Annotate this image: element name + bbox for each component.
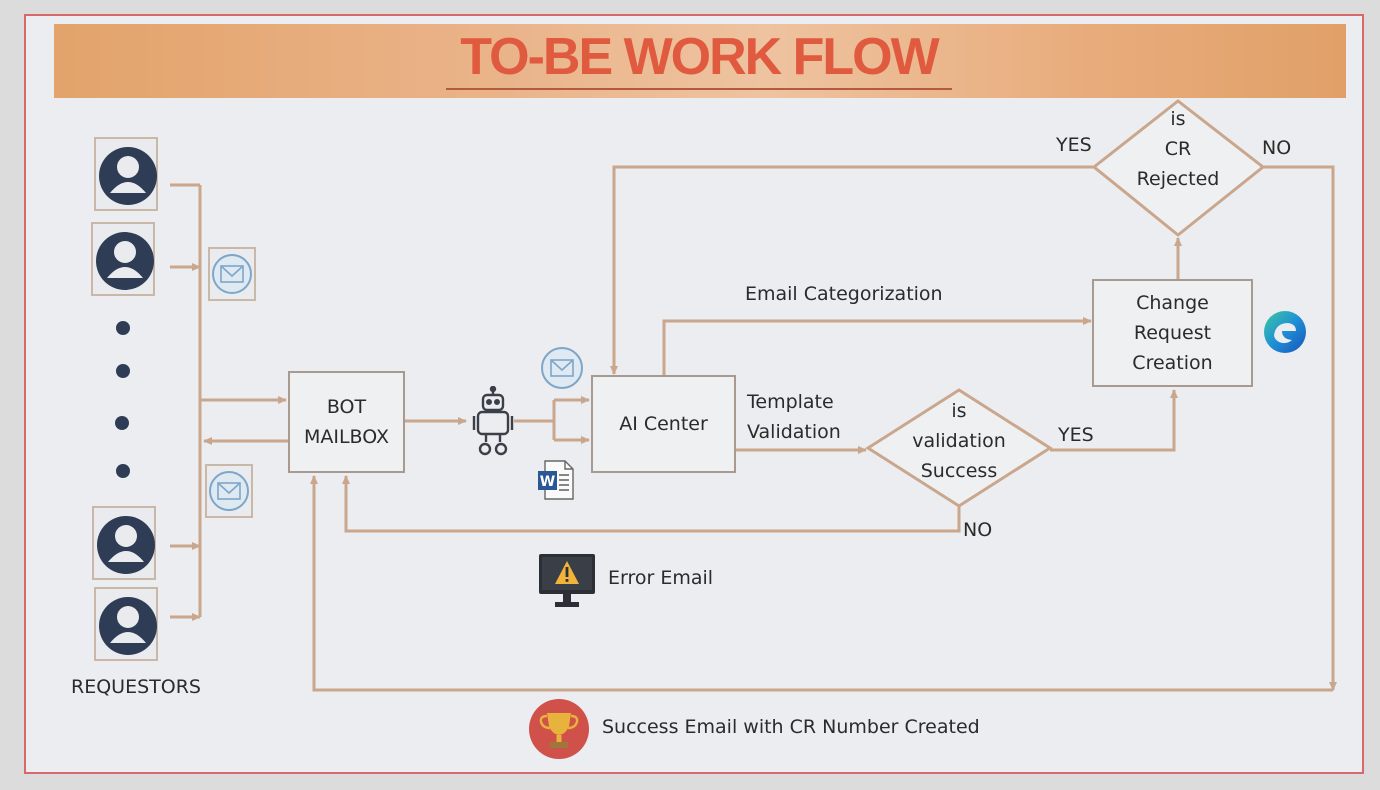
cr-rejected-yes-label: YES — [1056, 134, 1092, 156]
envelope-icon — [208, 247, 256, 301]
envelope-icon — [205, 464, 253, 518]
validation-decision-diamond — [865, 388, 1053, 508]
success-return-arrow — [310, 475, 1333, 692]
change-request-label: Change Request Creation — [1132, 292, 1213, 374]
ai-center-node: AI Center — [591, 375, 736, 473]
trophy-icon — [529, 699, 589, 759]
validation-yes-label: YES — [1058, 424, 1094, 446]
requestor-avatar — [92, 506, 156, 580]
email-categorization-arrow — [662, 317, 1092, 375]
error-email-label: Error Email — [608, 567, 714, 589]
validation-yes-arrow — [1050, 389, 1178, 452]
envelope-icon — [541, 347, 583, 389]
cr-rejected-decision-label: is CR Rejected — [1136, 108, 1220, 190]
change-request-node: Change Request Creation — [1092, 279, 1253, 387]
requestor-avatar — [94, 137, 158, 211]
rejected-no-arrow — [1263, 165, 1337, 691]
user-icon — [99, 597, 157, 655]
user-icon — [96, 232, 154, 290]
requestors-label: REQUESTORS — [71, 676, 201, 698]
ai-center-label: AI Center — [619, 413, 708, 435]
svg-text:W: W — [540, 474, 555, 490]
ellipsis-dot — [116, 464, 130, 478]
email-categorization-label: Email Categorization — [745, 283, 943, 305]
robot-icon — [472, 386, 514, 456]
user-icon — [99, 147, 157, 205]
ellipsis-dot — [116, 364, 130, 378]
requestor-avatar — [91, 222, 155, 296]
template-validation-label: Template Validation — [747, 391, 841, 443]
cr-rejected-no-label: NO — [1262, 137, 1292, 159]
validation-no-label: NO — [963, 519, 993, 541]
bot-mailbox-label: BOT MAILBOX — [303, 396, 390, 448]
cr-rejected-decision-diamond — [1091, 99, 1266, 237]
requestor-avatar — [94, 587, 158, 661]
page-title: TO-BE WORK FLOW — [446, 26, 952, 90]
ellipsis-dot — [115, 416, 129, 430]
warning-monitor-icon — [539, 554, 595, 607]
user-icon — [97, 516, 155, 574]
success-email-label: Success Email with CR Number Created — [602, 716, 980, 738]
word-doc-icon: W — [538, 460, 574, 500]
rejected-yes-arrow — [610, 165, 1094, 375]
title-banner — [54, 24, 1346, 98]
edge-browser-icon — [1264, 311, 1306, 353]
bot-mailbox-node: BOT MAILBOX — [288, 371, 405, 473]
ellipsis-dot — [116, 321, 130, 335]
validation-no-arrow — [342, 475, 961, 533]
validation-decision-label: is validation Success — [912, 400, 1006, 482]
